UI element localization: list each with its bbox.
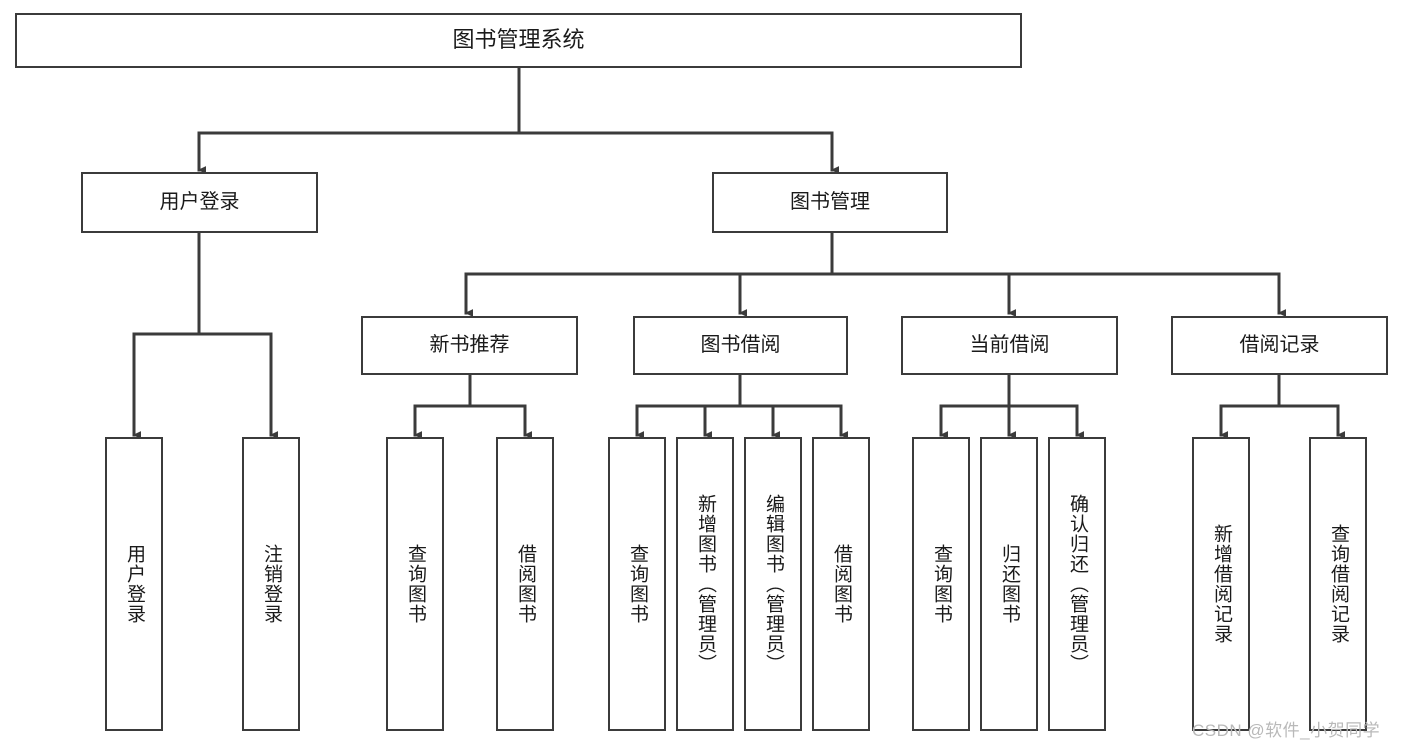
node-label: 确认归还（管理员） (1066, 494, 1088, 674)
node-leaf-query-book-borrow[interactable]: 查询图书 (608, 437, 666, 731)
node-root-system[interactable]: 图书管理系统 (15, 13, 1022, 68)
node-leaf-query-book-current[interactable]: 查询图书 (912, 437, 970, 731)
node-leaf-borrow-book[interactable]: 借阅图书 (812, 437, 870, 731)
csdn-watermark: CSDN @软件_小贺同学 (1192, 721, 1381, 740)
node-leaf-logout[interactable]: 注销登录 (242, 437, 300, 731)
node-leaf-query-borrow-record[interactable]: 查询借阅记录 (1309, 437, 1367, 731)
node-label: 新增借阅记录 (1210, 524, 1232, 644)
node-label: 图书管理系统 (452, 27, 585, 53)
node-leaf-confirm-return-admin[interactable]: 确认归还（管理员） (1048, 437, 1106, 731)
node-label: 查询图书 (930, 544, 952, 624)
node-leaf-borrow-book-recommend[interactable]: 借阅图书 (496, 437, 554, 731)
node-label: 编辑图书（管理员） (762, 494, 784, 674)
node-user-login[interactable]: 用户登录 (81, 172, 318, 233)
node-leaf-add-borrow-record[interactable]: 新增借阅记录 (1192, 437, 1250, 731)
node-leaf-return-book[interactable]: 归还图书 (980, 437, 1038, 731)
node-leaf-query-book-recommend[interactable]: 查询图书 (386, 437, 444, 731)
node-label: 查询图书 (626, 544, 648, 624)
node-label: 当前借阅 (969, 334, 1050, 357)
node-label: 注销登录 (260, 544, 282, 624)
node-book-borrow[interactable]: 图书借阅 (633, 316, 848, 375)
node-label: 用户登录 (123, 544, 145, 624)
node-label: 借阅图书 (514, 544, 536, 624)
node-label: 归还图书 (998, 544, 1020, 624)
node-label: 图书管理 (790, 191, 870, 214)
node-label: 借阅记录 (1239, 334, 1320, 357)
node-book-management[interactable]: 图书管理 (712, 172, 948, 233)
node-label: 图书借阅 (700, 334, 781, 357)
node-label: 查询借阅记录 (1327, 524, 1349, 644)
node-current-borrow[interactable]: 当前借阅 (901, 316, 1118, 375)
node-leaf-add-book-admin[interactable]: 新增图书（管理员） (676, 437, 734, 731)
node-label: 新增图书（管理员） (694, 494, 716, 674)
node-leaf-user-login[interactable]: 用户登录 (105, 437, 163, 731)
node-new-book-recommend[interactable]: 新书推荐 (361, 316, 578, 375)
node-leaf-edit-book-admin[interactable]: 编辑图书（管理员） (744, 437, 802, 731)
node-label: 借阅图书 (830, 544, 852, 624)
node-borrow-record[interactable]: 借阅记录 (1171, 316, 1388, 375)
node-label: 查询图书 (404, 544, 426, 624)
node-label: 新书推荐 (429, 334, 510, 357)
node-label: 用户登录 (159, 191, 240, 214)
